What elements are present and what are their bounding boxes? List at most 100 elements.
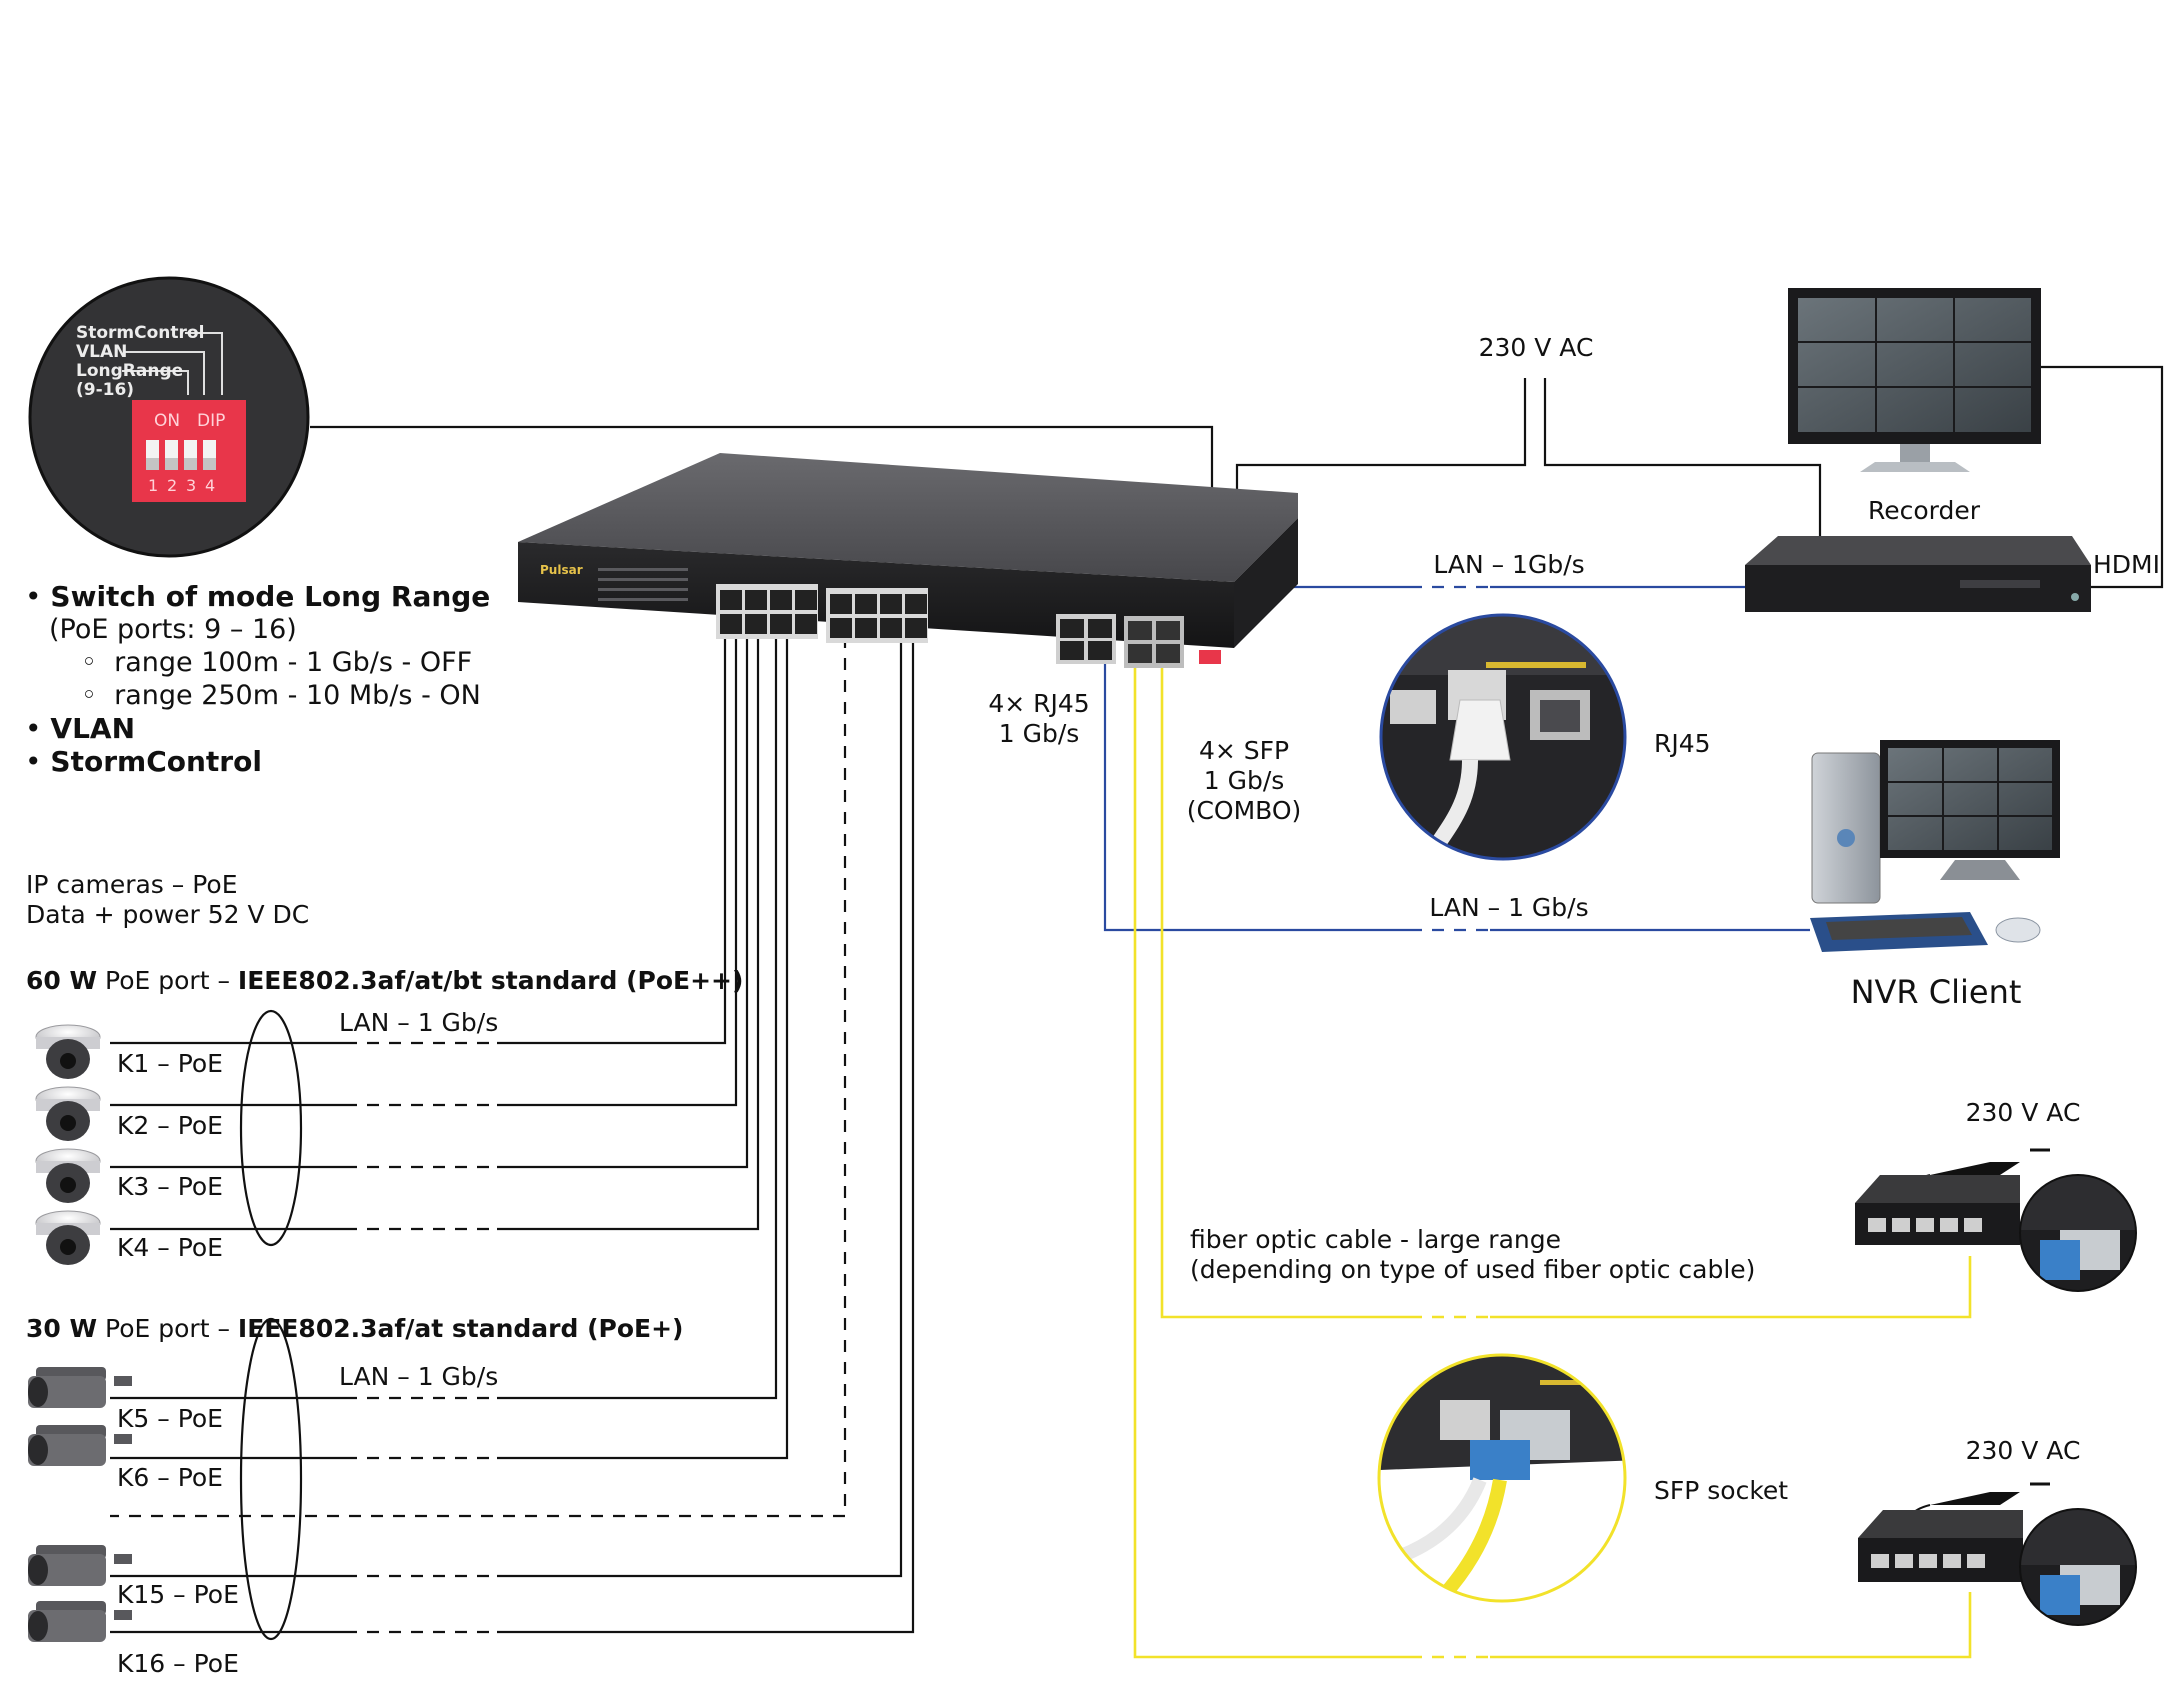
media-converter-1-zoom [2019, 1174, 2137, 1292]
recorder-power-line [1543, 378, 1822, 537]
dome-camera-k3 [35, 1148, 101, 1203]
dip-dip-label: DIP [197, 411, 225, 431]
fiber-label-line2: (depending on type of used fiber optic c… [1190, 1255, 1756, 1284]
feature-long-range-ports: (PoE ports: 9 – 16) [49, 614, 297, 645]
group-30w-power: 30 W [26, 1314, 98, 1343]
poe-port-block-9-16 [826, 588, 928, 643]
cable-k16 [497, 636, 915, 1634]
feature-vlan: • VLAN [25, 712, 490, 745]
dip-number-3: 3 [186, 476, 196, 495]
bullet-camera-k6 [28, 1425, 132, 1466]
dip-number-2: 2 [167, 476, 177, 495]
feature-vlan-title: VLAN [50, 712, 136, 745]
recorder-label: Recorder [1867, 496, 1981, 525]
port-label-k15: K15 – PoE [117, 1580, 239, 1609]
uplink-rj45-ports [1056, 614, 1116, 664]
range-on-text: range 250m - 10 Mb/s - ON [114, 680, 481, 711]
sfp-uplink-count: 4× SFP [1198, 736, 1290, 765]
port-label-k1: K1 – PoE [117, 1049, 223, 1078]
switch-power-line [1235, 378, 1527, 493]
dip-label-vlan: VLAN [76, 342, 127, 362]
bullet: • [25, 712, 42, 745]
fiber-line-1 [1160, 664, 1410, 1319]
bullet-camera-k16 [28, 1601, 132, 1642]
cable-k3 [497, 636, 749, 1169]
sfp-uplink-speed: 1 Gb/s [1203, 766, 1285, 795]
dome-camera-k4 [35, 1210, 101, 1265]
group-30w-standard: IEEE802.3af/at standard (PoE+) [237, 1314, 684, 1343]
rj45-zoom-label: RJ45 [1654, 729, 1711, 758]
media-converter-2-power-label: 230 V AC [1965, 1436, 2081, 1465]
lan-nvr-line [1103, 640, 1410, 932]
hdmi-label: HDMI [2093, 550, 2160, 579]
dash-skipped-ports [110, 636, 847, 1518]
sub-bullet: ◦ [81, 647, 97, 678]
dip-number-4: 4 [205, 476, 215, 495]
feature-stormcontrol: • StormControl [25, 745, 490, 778]
fiber-line-2 [1133, 664, 1410, 1659]
pulsar-logo-text: Pulsar [540, 563, 583, 577]
dip-number-1: 1 [148, 476, 158, 495]
port-label-k3: K3 – PoE [117, 1172, 223, 1201]
dip-zoom-circle: StormControl VLAN LongRange (9-16) ON DI… [28, 276, 310, 558]
media-converter-2-zoom [2019, 1508, 2137, 1626]
cable-k5 [497, 636, 778, 1400]
group-60w-middle: PoE port – [97, 966, 238, 995]
bundle-ellipse-60w [239, 1009, 303, 1247]
mouse [1995, 917, 2041, 943]
dip-label-stormcontrol: StormControl [76, 323, 204, 343]
poe-port-block-1-8 [716, 584, 818, 639]
recorder-monitor [1788, 288, 2041, 472]
ip-cameras-line1: IP cameras – PoE [26, 870, 238, 899]
sfp-zoom-label: SFP socket [1654, 1476, 1789, 1505]
dip-label-range: (9-16) [76, 380, 134, 400]
cable-k15 [497, 636, 903, 1578]
rj45-zoom-circle [1379, 613, 1627, 861]
recorder-device [1745, 536, 2091, 612]
rj45-uplink-count: 4× RJ45 [988, 689, 1090, 718]
cable-k2 [497, 636, 738, 1107]
feature-range-on: ◦ range 250m - 10 Mb/s - ON [81, 679, 490, 712]
recorder-lan-label: LAN – 1Gb/s [1433, 550, 1585, 579]
cable-k1 [497, 636, 727, 1045]
nvr-client-pc [1810, 740, 2060, 952]
group-60w-standard: IEEE802.3af/at/bt standard (PoE++) [237, 966, 744, 995]
cable-lines [110, 365, 2164, 1634]
uplink-sfp-ports [1124, 616, 1184, 668]
bullet-camera-k5 [28, 1367, 132, 1408]
sub-bullet: ◦ [81, 680, 97, 711]
port-label-k16: K16 – PoE [117, 1649, 239, 1678]
main-power-label: 230 V AC [1478, 333, 1594, 362]
group-30w-lan-label: LAN – 1 Gb/s [339, 1362, 499, 1391]
port-label-k5: K5 – PoE [117, 1404, 223, 1433]
feature-range-off: ◦ range 100m - 1 Gb/s - OFF [81, 646, 490, 679]
nvr-lan-label: LAN – 1 Gb/s [1429, 893, 1589, 922]
feature-long-range-title: Switch of mode Long Range [50, 580, 491, 613]
cable-k6 [497, 636, 789, 1460]
sfp-zoom-circle [1377, 1353, 1627, 1603]
media-converter-1-power-label: 230 V AC [1965, 1098, 2081, 1127]
group-30w-heading: 30 W PoE port – IEEE802.3af/at standard … [26, 1313, 683, 1344]
poe-switch: Pulsar [518, 453, 1298, 668]
fiber-label-line1: fiber optic cable - large range [1190, 1225, 1561, 1254]
group-60w-heading: 60 W PoE port – IEEE802.3af/at/bt standa… [26, 965, 743, 996]
dip-label-longrange: LongRange [76, 361, 183, 381]
bullet: • [25, 580, 42, 613]
nvr-client-label: NVR Client [1850, 973, 2022, 1011]
rj45-uplink-speed: 1 Gb/s [998, 719, 1080, 748]
group-60w-power: 60 W [26, 966, 98, 995]
feature-stormcontrol-title: StormControl [50, 745, 262, 778]
port-label-k4: K4 – PoE [117, 1233, 223, 1262]
fiber-line-1-right [1490, 1256, 1972, 1319]
media-converter-2 [1858, 1482, 2050, 1582]
port-label-k6: K6 – PoE [117, 1463, 223, 1492]
dome-camera-k2 [35, 1086, 101, 1141]
ip-cameras-line2: Data + power 52 V DC [26, 900, 310, 929]
range-off-text: range 100m - 1 Gb/s - OFF [114, 647, 473, 678]
group-30w-middle: PoE port – [97, 1314, 238, 1343]
bundle-ellipse-30w [239, 1317, 303, 1641]
dip-on-label: ON [154, 411, 180, 431]
bullet: • [25, 745, 42, 778]
dome-camera-k1 [35, 1024, 101, 1079]
